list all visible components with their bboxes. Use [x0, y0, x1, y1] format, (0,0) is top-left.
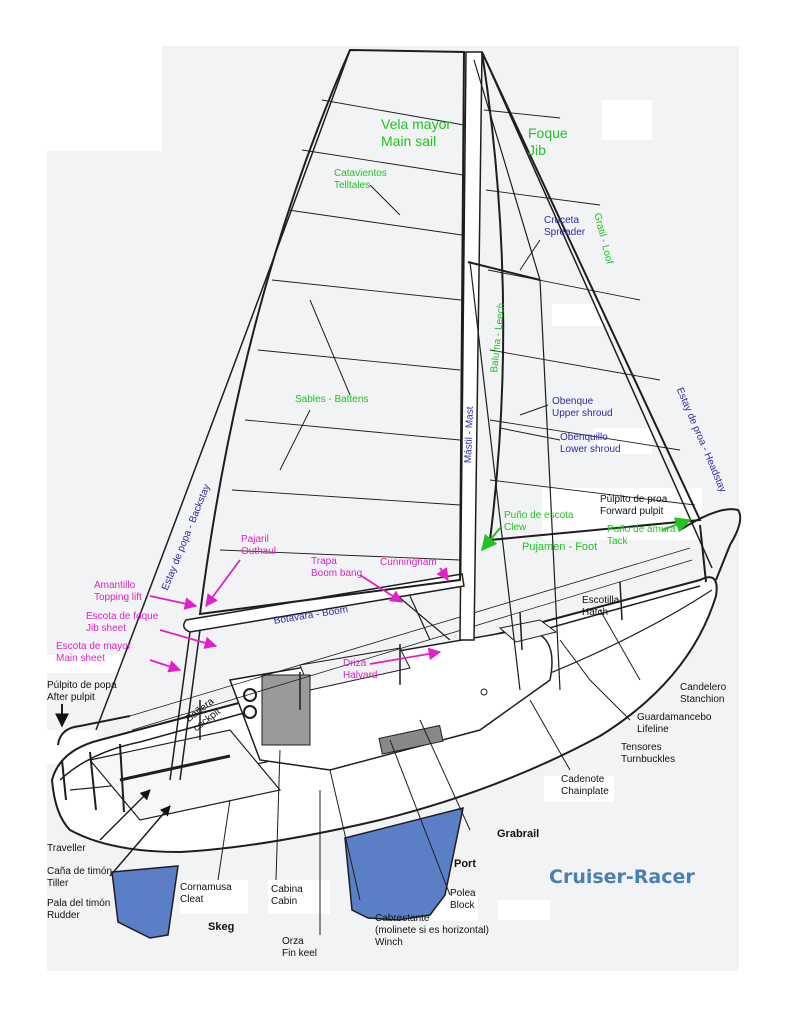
skeg-label: Skeg — [208, 921, 235, 933]
jib-label: Foque Jib — [528, 125, 568, 158]
black-leaders — [55, 184, 641, 935]
green-arrows — [480, 517, 692, 552]
arrow — [359, 574, 404, 603]
magenta-arrows — [149, 559, 449, 673]
headstay — [481, 51, 713, 569]
label-patch — [602, 100, 652, 140]
spreader — [467, 261, 541, 281]
spreader-label: Cruceta Spreader — [544, 215, 586, 238]
stanchion-label: Candelero Stanchion — [680, 682, 727, 705]
arrow — [205, 559, 241, 608]
cleat-label: Cornamusa Cleat — [180, 882, 232, 905]
traveller-label: Traveller — [47, 843, 86, 854]
leader-line — [309, 299, 351, 396]
topping-lift-label: Amantillo Topping lift — [94, 580, 142, 603]
lower-shroud — [469, 261, 521, 691]
lower-shroud-label: Obenquillo Lower shroud — [560, 432, 621, 455]
leader-line — [559, 639, 631, 721]
clew-label: Puño de escota Clew — [504, 510, 574, 533]
tack-label: Puño de amura Tack — [607, 524, 676, 547]
leader-line — [519, 239, 541, 271]
winch-label: Cabrestante (molinete si es horizontal) … — [375, 913, 489, 948]
upper-shroud-label: Obenque Upper shroud — [552, 396, 613, 419]
arrow — [661, 517, 692, 533]
label-patch — [180, 880, 248, 914]
main-sheet — [169, 629, 201, 781]
leader-line — [217, 799, 231, 881]
chainplate-label: Cadenote Chainplate — [561, 774, 609, 797]
outhaul-label: Pajaril Outhaul — [241, 534, 277, 557]
forward-pulpit-label: Púlpito de proa Forward pulpit — [600, 494, 668, 517]
upper-shroud — [473, 59, 561, 691]
leader-line — [529, 699, 571, 771]
skeg-rudder — [111, 865, 179, 939]
fin-keel-label: Orza Fin keel — [282, 936, 318, 959]
backstay — [95, 49, 351, 731]
label-patch — [498, 900, 550, 920]
label-patch — [552, 304, 604, 326]
brand-title: Cruiser-Racer — [549, 866, 695, 888]
main-sheet-label: Escota de mayor Main sheet — [56, 641, 132, 664]
port-label: Port — [454, 858, 476, 870]
battens-label: Sables - Battens — [295, 394, 369, 405]
turnbuckles-label: Tensores Turnbuckles — [621, 742, 676, 765]
leader-line — [369, 184, 401, 216]
after-pulpit-label: Púlpito de popa After pulpit — [47, 680, 117, 703]
portlight — [378, 724, 444, 755]
deck-edge — [59, 585, 701, 781]
port-hole — [243, 705, 257, 719]
tiller-label: Caña de timón Tiller — [47, 866, 113, 889]
arrow — [159, 629, 218, 649]
main-sail-seams — [219, 99, 465, 561]
bow-pulpit — [679, 508, 742, 583]
jib-seams — [483, 109, 696, 506]
arrow — [369, 647, 442, 665]
jib-outline — [481, 51, 702, 542]
leader-line — [275, 749, 281, 881]
stanchion — [199, 581, 623, 740]
arrow — [436, 567, 449, 582]
arrow — [149, 659, 182, 673]
leader-line — [599, 609, 641, 681]
lifeline — [129, 547, 693, 731]
halyard-label: Driza Halyard — [343, 658, 378, 681]
hatch-label: Escotilla Hatch — [582, 595, 620, 618]
arrow — [480, 527, 501, 552]
leader-line — [279, 409, 311, 471]
leader-line — [389, 739, 451, 896]
leader-line — [329, 769, 361, 901]
telltales-label: Catavientos Telltales — [334, 168, 387, 191]
port-hole — [480, 688, 488, 696]
main-sail-label: Vela mayor Main sail — [381, 116, 452, 149]
grabrail-label: Grabrail — [497, 828, 540, 840]
stern-pulpit — [57, 715, 131, 813]
arrow — [149, 595, 198, 610]
mast-label: Mástil - Mast — [463, 406, 476, 464]
boom-vang-label: Trapa Boom bang — [311, 556, 363, 579]
rudder-label: Pala del timón Rudder — [47, 898, 111, 921]
leader-line — [419, 719, 471, 831]
arrow — [109, 805, 171, 877]
companionway — [261, 674, 311, 746]
block-label: Polea Block — [450, 888, 476, 911]
arrow — [99, 789, 151, 841]
jib-sheet-label: Escota de foque Jib sheet — [86, 611, 159, 634]
main-sail-outline — [198, 48, 466, 616]
tiller — [119, 754, 231, 782]
lifeline-label: Guardamancebo Lifeline — [637, 712, 712, 735]
cabin-label: Cabina Cabin — [271, 884, 303, 907]
leader-line — [519, 404, 549, 416]
fin-keel — [344, 806, 464, 921]
label-patch — [47, 46, 162, 151]
foot-label: Pujamen - Foot — [522, 541, 598, 553]
cunningham-label: Cunningham — [380, 557, 437, 568]
vang — [399, 595, 451, 641]
leader-line — [499, 427, 561, 441]
label-patch — [544, 776, 614, 802]
label-patch — [47, 655, 122, 673]
port-hole — [243, 688, 257, 702]
